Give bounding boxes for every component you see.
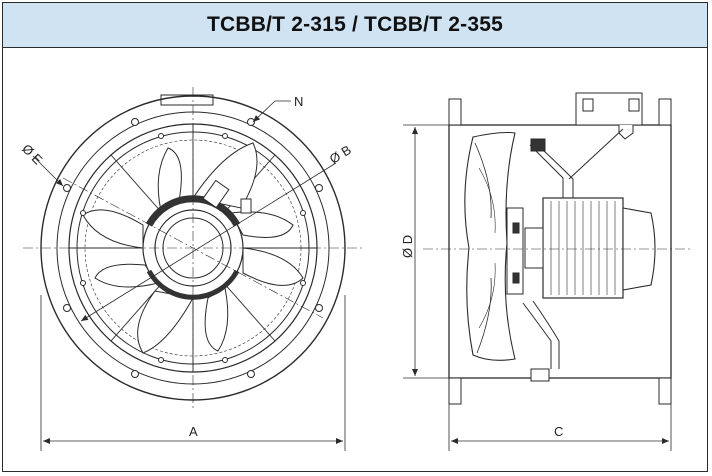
label-a: A bbox=[189, 424, 198, 439]
left-flange-bottom bbox=[448, 377, 462, 405]
label-c: C bbox=[554, 424, 563, 439]
impeller-blades bbox=[82, 142, 304, 354]
dimension-c bbox=[448, 404, 672, 451]
label-e: Ø E bbox=[19, 141, 46, 168]
flange-bolt-holes bbox=[63, 118, 323, 378]
title-bar: TCBB/T 2-315 / TCBB/T 2-355 bbox=[3, 3, 707, 48]
side-view bbox=[403, 92, 693, 451]
motor-end-cap bbox=[622, 207, 656, 291]
front-view bbox=[23, 87, 363, 451]
impeller-side bbox=[464, 131, 516, 361]
dimension-n-leader bbox=[252, 100, 291, 123]
casing-body bbox=[448, 124, 672, 379]
right-flange-top bbox=[658, 98, 672, 126]
label-d: Ø D bbox=[400, 235, 415, 258]
page-title: TCBB/T 2-315 / TCBB/T 2-355 bbox=[207, 13, 503, 36]
drawing-frame: TCBB/T 2-315 / TCBB/T 2-355 bbox=[2, 2, 708, 472]
right-flange-bottom bbox=[658, 377, 672, 405]
technical-drawing: N Ø B Ø E A bbox=[19, 87, 693, 451]
front-center-lines bbox=[23, 87, 363, 411]
dimension-e-leader bbox=[32, 155, 64, 187]
label-b: Ø B bbox=[327, 142, 354, 167]
dimension-b-leader bbox=[80, 162, 337, 322]
label-n: N bbox=[294, 94, 303, 109]
left-flange-top bbox=[448, 98, 462, 126]
dimension-d bbox=[403, 124, 449, 379]
dimension-a bbox=[40, 295, 346, 451]
